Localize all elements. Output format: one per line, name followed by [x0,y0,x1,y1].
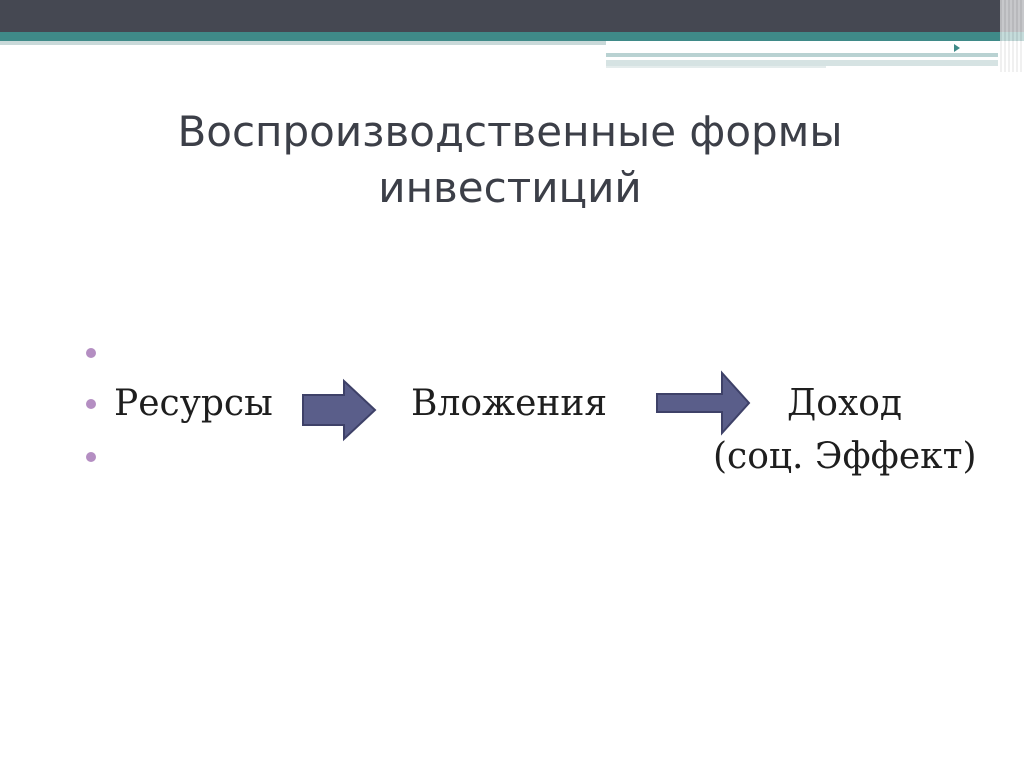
right-arrow-icon [302,378,377,442]
bullet-icon [86,348,96,358]
node-investments: Вложения [411,383,608,424]
slide-title-line: Воспроизводственные формы [177,107,843,156]
bullet-icon [86,399,96,409]
header-bar-light [0,41,606,45]
header-bar-teal [0,32,1024,41]
slide-title: Воспроизводственные формы инвестиций [130,104,890,216]
node-resources: Ресурсы [114,383,273,424]
header-bar-dark [0,0,1024,32]
node-social-effect: (соц. Эффект) [713,436,977,477]
header-right-line [606,60,998,66]
node-income: Доход [787,383,903,424]
right-arrow-icon [656,370,751,436]
header-right-block [606,41,1024,53]
corner-triangle-icon [954,44,960,52]
bullet-icon [86,452,96,462]
edge-stripes [1000,0,1024,72]
header-right-line [606,66,826,68]
slide-title-line: инвестиций [378,163,642,212]
header-right-line [606,53,998,57]
